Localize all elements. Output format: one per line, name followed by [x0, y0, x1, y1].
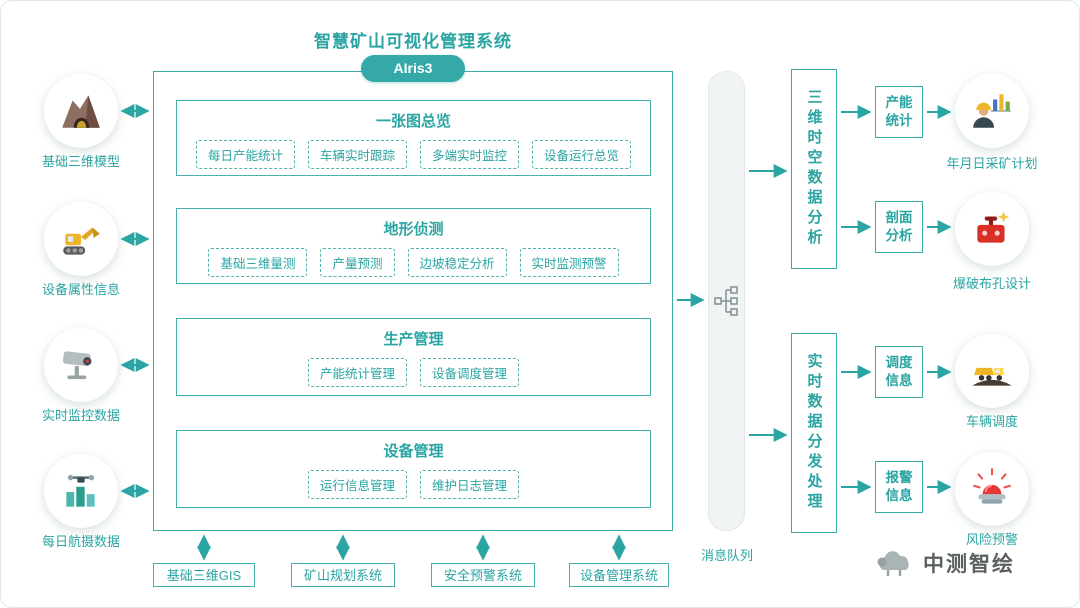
blast-design-icon: [977, 211, 1010, 243]
module-equipment: 设备管理 运行信息管理 维护日志管理: [176, 430, 651, 508]
pipeline-label: 三维时空数据分析: [805, 89, 823, 249]
module-title: 地形侦测: [383, 221, 444, 238]
message-queue-label: 消息队列: [700, 548, 753, 563]
feature-chip: 边坡稳定分析: [407, 248, 507, 277]
watermark-logo-icon: [877, 551, 909, 576]
result-node-mining-plan: [955, 74, 1029, 148]
input-label: 每日航摄数据: [41, 534, 120, 549]
main-panel: 一张图总览 每日产能统计 车辆实时跟踪 多端实时监控 设备运行总览 地形侦测 基…: [153, 71, 673, 531]
cctv-icon: [62, 351, 92, 380]
pipeline-realtime-dispatch: 实时数据分发处理: [791, 333, 837, 533]
output-label: 产能统计: [885, 94, 913, 128]
result-node-vehicle-dispatch: [955, 334, 1029, 408]
airis3-badge: AIris3: [361, 55, 465, 82]
page-title: 智慧矿山可视化管理系统: [314, 32, 512, 51]
output-alarm-info: 报警信息: [875, 461, 923, 513]
output-label: 报警信息: [885, 469, 913, 503]
feature-chip: 维护日志管理: [420, 470, 520, 499]
system-safety: 安全预警系统: [431, 563, 535, 587]
result-label: 风险预警: [965, 532, 1018, 547]
output-label: 调度信息: [885, 354, 913, 388]
module-title: 一张图总览: [375, 113, 451, 130]
module-title: 设备管理: [383, 443, 444, 460]
watermark: 中测智绘: [873, 539, 1073, 587]
alarm-icon: [973, 468, 1011, 504]
result-node-blast-design: [955, 192, 1029, 266]
pipeline-label: 实时数据分发处理: [805, 353, 823, 513]
module-overview: 一张图总览 每日产能统计 车辆实时跟踪 多端实时监控 设备运行总览: [176, 100, 651, 176]
message-queue-bar: [708, 71, 745, 531]
input-node-equipment: [44, 202, 118, 276]
input-label: 基础三维模型: [41, 154, 120, 169]
input-node-3d-model: [44, 74, 118, 148]
input-label: 实时监控数据: [41, 408, 120, 423]
input-node-aerial: [44, 454, 118, 528]
message-queue-icon: [713, 286, 738, 316]
input-label: 设备属性信息: [41, 282, 120, 297]
system-equipment: 设备管理系统: [569, 563, 669, 587]
chip-row: 运行信息管理 维护日志管理: [177, 470, 650, 499]
drone-icon: [66, 474, 95, 507]
feature-chip: 车辆实时跟踪: [307, 140, 407, 169]
module-production: 生产管理 产能统计管理 设备调度管理: [176, 318, 651, 396]
chip-row: 基础三维量测 产量预测 边坡稳定分析 实时监测预警: [177, 248, 650, 277]
module-title: 生产管理: [383, 331, 444, 348]
feature-chip: 设备运行总览: [532, 140, 632, 169]
feature-chip: 每日产能统计: [195, 140, 295, 169]
system-gis: 基础三维GIS: [153, 563, 255, 587]
result-node-risk-warning: [955, 452, 1029, 526]
output-profile-analysis: 剖面分析: [875, 201, 923, 253]
input-node-monitoring: [44, 328, 118, 402]
mining-plan-icon: [973, 94, 1011, 128]
output-dispatch-info: 调度信息: [875, 346, 923, 398]
result-label: 车辆调度: [965, 414, 1018, 429]
feature-chip: 产量预测: [320, 248, 395, 277]
output-label: 剖面分析: [885, 209, 913, 243]
pipeline-spatiotemporal-analysis: 三维时空数据分析: [791, 69, 837, 269]
mine-model-icon: [62, 95, 100, 128]
truck-icon: [972, 367, 1012, 386]
feature-chip: 实时监测预警: [519, 248, 619, 277]
chip-row: 每日产能统计 车辆实时跟踪 多端实时监控 设备运行总览: [177, 140, 650, 169]
module-terrain: 地形侦测 基础三维量测 产量预测 边坡稳定分析 实时监测预警: [176, 208, 651, 284]
result-label: 年月日采矿计划: [946, 156, 1038, 171]
feature-chip: 基础三维量测: [208, 248, 308, 277]
excavator-icon: [63, 227, 100, 255]
output-capacity-stats: 产能统计: [875, 86, 923, 138]
system-planning: 矿山规划系统: [291, 563, 395, 587]
chip-row: 产能统计管理 设备调度管理: [177, 358, 650, 387]
feature-chip: 产能统计管理: [307, 358, 407, 387]
feature-chip: 多端实时监控: [420, 140, 520, 169]
feature-chip: 设备调度管理: [420, 358, 520, 387]
result-label: 爆破布孔设计: [952, 276, 1031, 291]
watermark-text: 中测智绘: [923, 553, 1015, 576]
feature-chip: 运行信息管理: [307, 470, 407, 499]
